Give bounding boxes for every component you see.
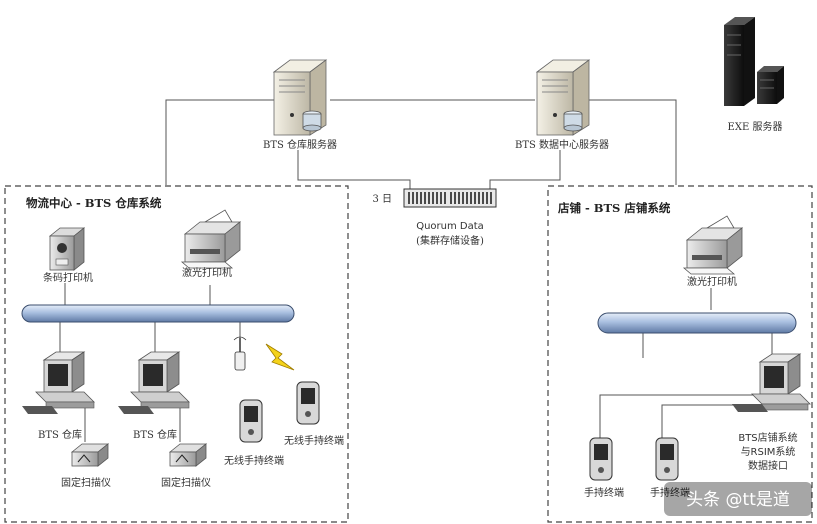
connection-lines xyxy=(59,99,773,442)
scanner-icon xyxy=(168,443,208,467)
pc1-label: BTS 仓库 xyxy=(38,428,82,441)
store-pc-label-line2: 与RSIM系统 xyxy=(741,445,796,458)
store-title: 店铺 - BTS 店铺系统 xyxy=(558,201,671,215)
datacenter-server-label: BTS 数据中心服务器 xyxy=(515,138,609,151)
warehouse-server-icon xyxy=(272,59,328,136)
pc-icon xyxy=(22,351,95,414)
store-handheld2-label: 手持终端 xyxy=(650,486,690,499)
logistics-title: 物流中心 - BTS 仓库系统 xyxy=(26,196,162,210)
wireless-access-point-icon xyxy=(233,336,247,371)
store-pc-label-line1: BTS店铺系统 xyxy=(738,431,797,444)
barcode-printer-label: 条码打印机 xyxy=(43,271,93,284)
handheld-terminal-icon xyxy=(589,437,613,481)
pc2-label: BTS 仓库 xyxy=(133,428,177,441)
store-pc-label-line3: 数据接口 xyxy=(748,459,788,472)
store-network-bus xyxy=(597,312,797,334)
store-region xyxy=(547,185,813,523)
laser-printer-icon xyxy=(180,209,242,269)
logistics-laser-printer-label: 激光打印机 xyxy=(182,266,232,279)
laser-printer-icon xyxy=(682,215,744,275)
handheld1-label: 无线手持终端 xyxy=(224,454,284,467)
exe-server-label: EXE 服务器 xyxy=(728,120,783,133)
logistics-region xyxy=(4,185,349,523)
handheld2-label: 无线手持终端 xyxy=(284,434,344,447)
store-laser-printer-label: 激光打印机 xyxy=(687,275,737,288)
watermark-text: 头条 @tt是道 xyxy=(686,490,790,510)
store-handheld1-label: 手持终端 xyxy=(584,486,624,499)
handheld-terminal-icon xyxy=(239,399,263,443)
handheld-terminal-icon xyxy=(655,437,679,481)
pc-icon xyxy=(118,351,190,414)
scanner-icon xyxy=(70,443,110,467)
handheld-terminal-icon xyxy=(296,381,320,425)
warehouse-server-label: BTS 仓库服务器 xyxy=(263,138,337,151)
logistics-network-bus xyxy=(21,304,295,323)
scanner2-label: 固定扫描仪 xyxy=(161,476,211,489)
storage-array-icon xyxy=(403,188,497,208)
barcode-printer-icon xyxy=(48,227,86,271)
datacenter-server-icon xyxy=(535,59,591,136)
watermark: 头条 @tt是道 xyxy=(664,482,812,516)
storage-name-label: Quorum Data xyxy=(416,221,484,232)
storage-desc-label: (集群存储设备) xyxy=(416,234,484,247)
exe-server-icon xyxy=(724,17,784,106)
storage-count-label: 3 日 xyxy=(372,194,392,205)
pc-icon xyxy=(732,353,811,412)
wireless-signal-icon xyxy=(265,343,295,371)
scanner1-label: 固定扫描仪 xyxy=(61,476,111,489)
